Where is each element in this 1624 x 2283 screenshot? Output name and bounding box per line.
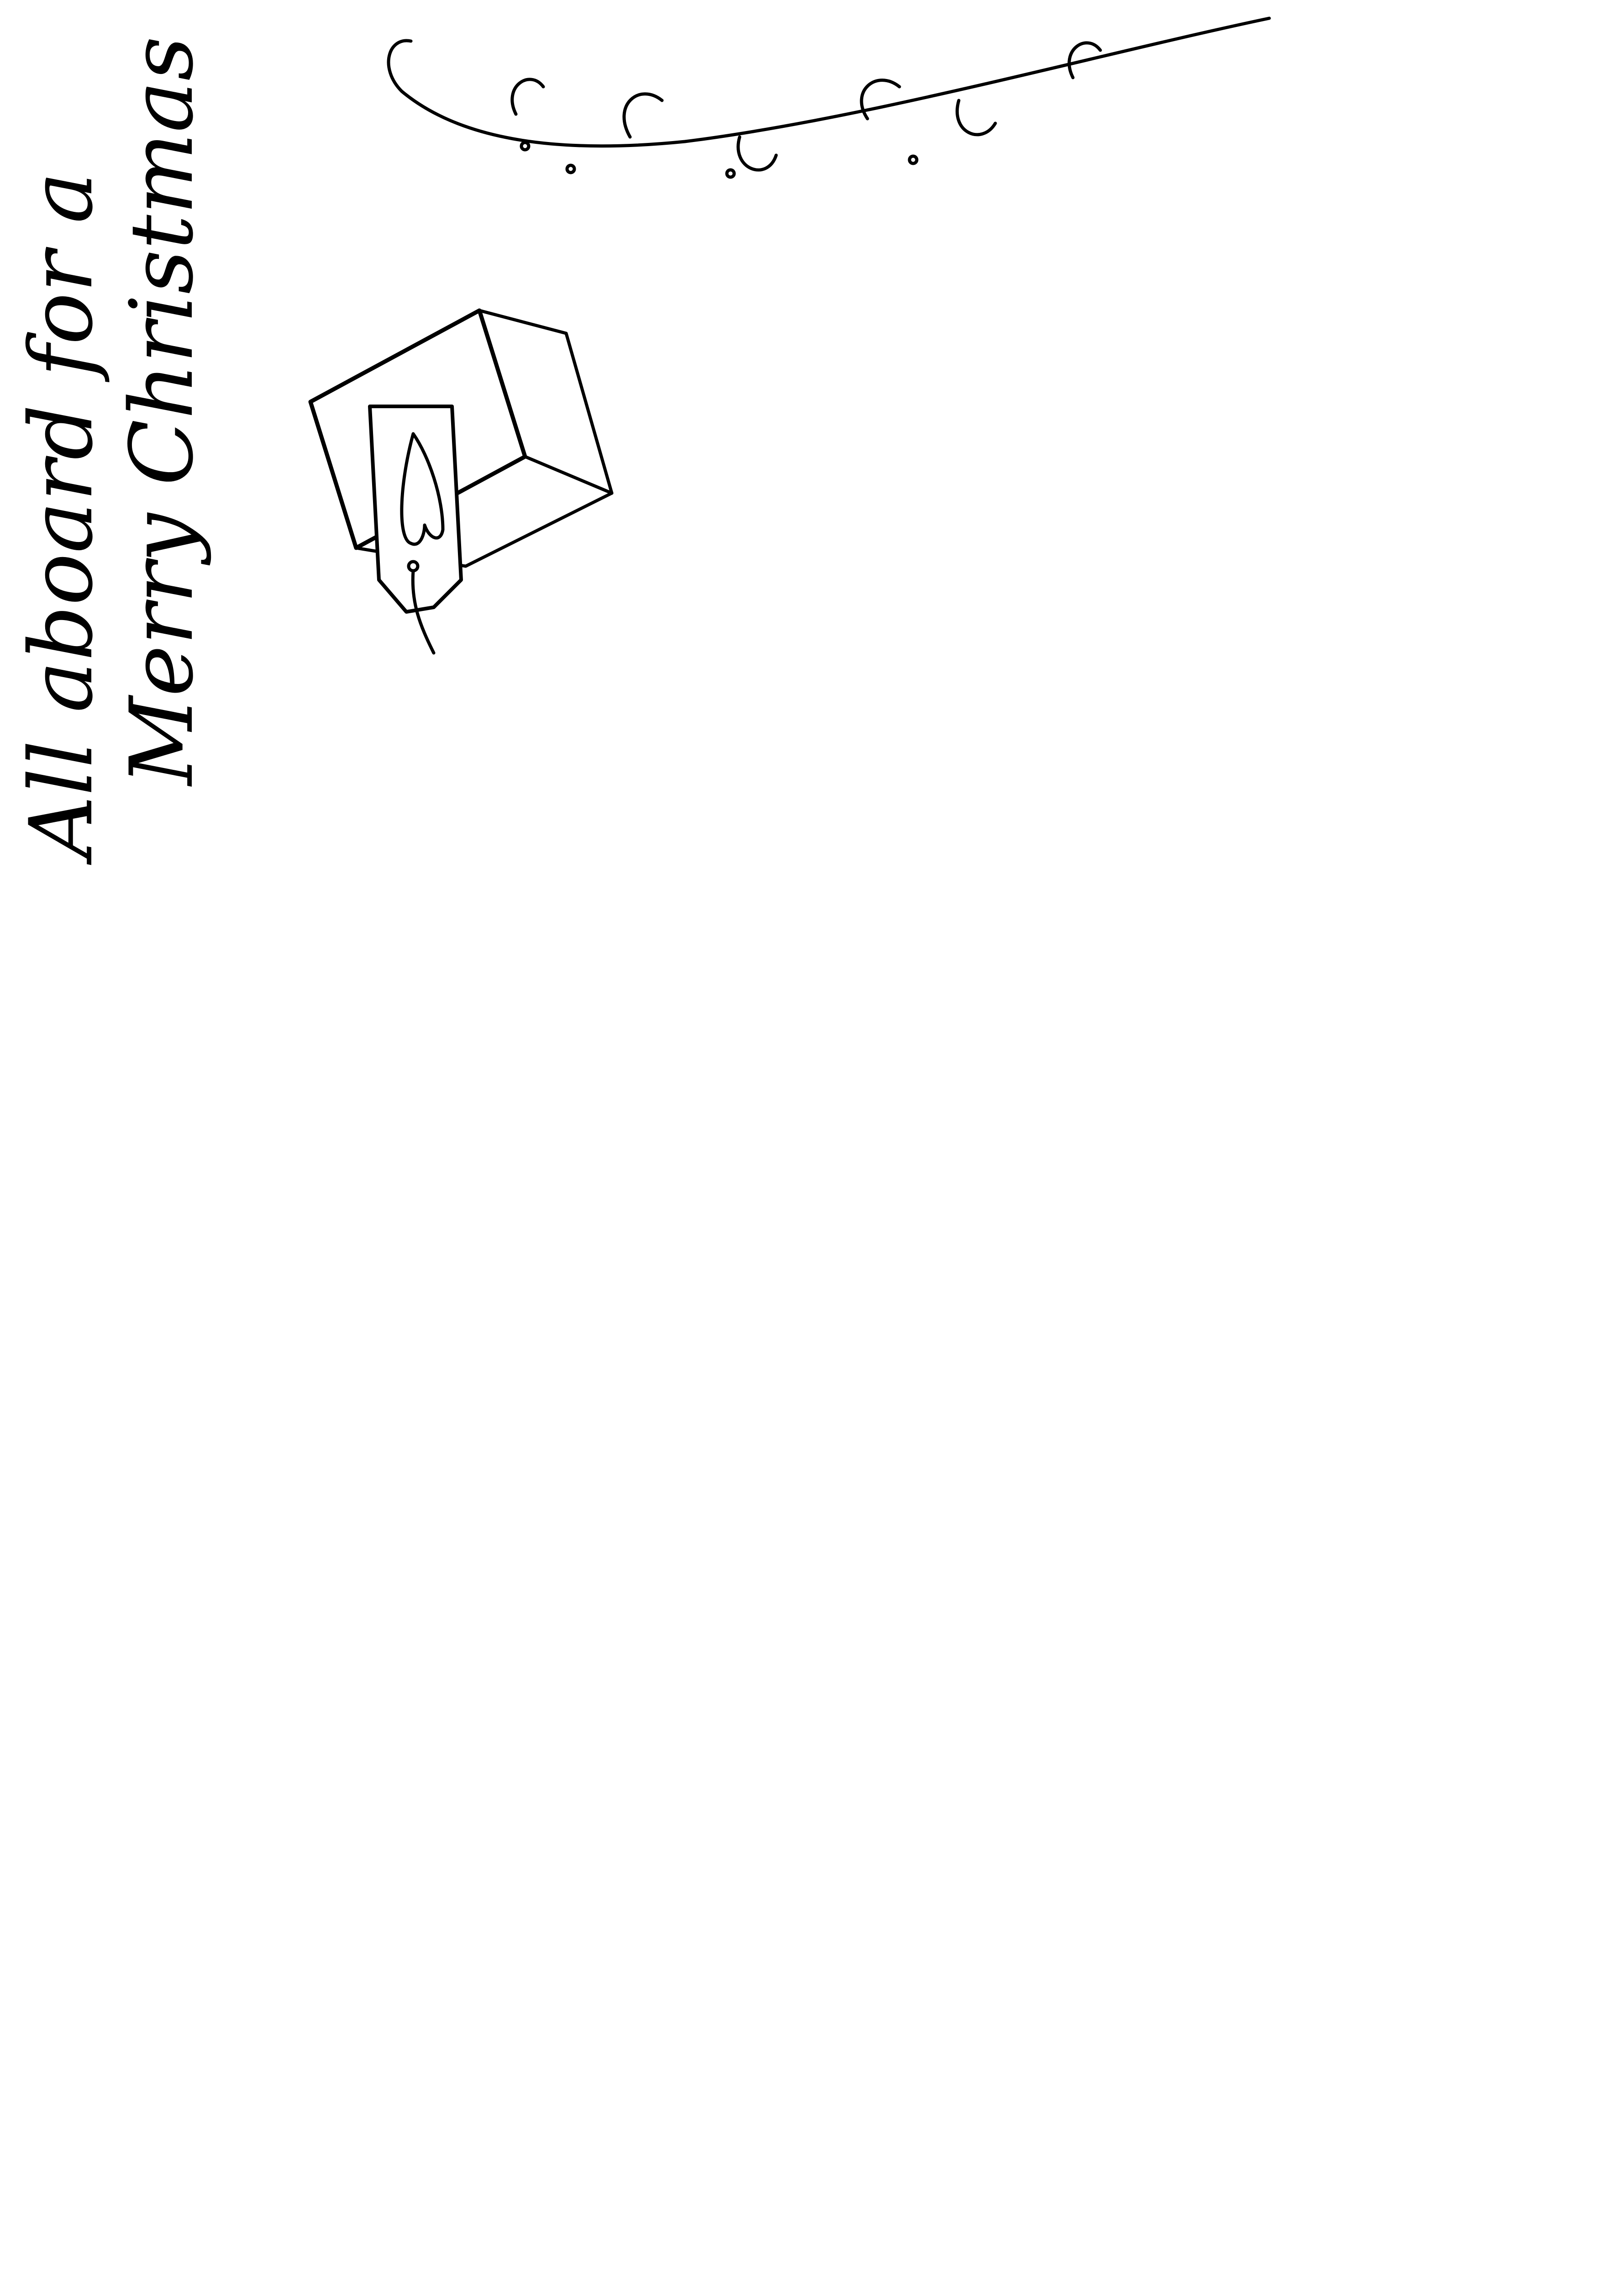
caption-line-2: Merry Christmas [111, 36, 212, 785]
branch-icon [387, 16, 1271, 179]
gift-box-heart-tag-icon [308, 308, 614, 655]
caption-line-1: All aboard for a [11, 172, 112, 858]
